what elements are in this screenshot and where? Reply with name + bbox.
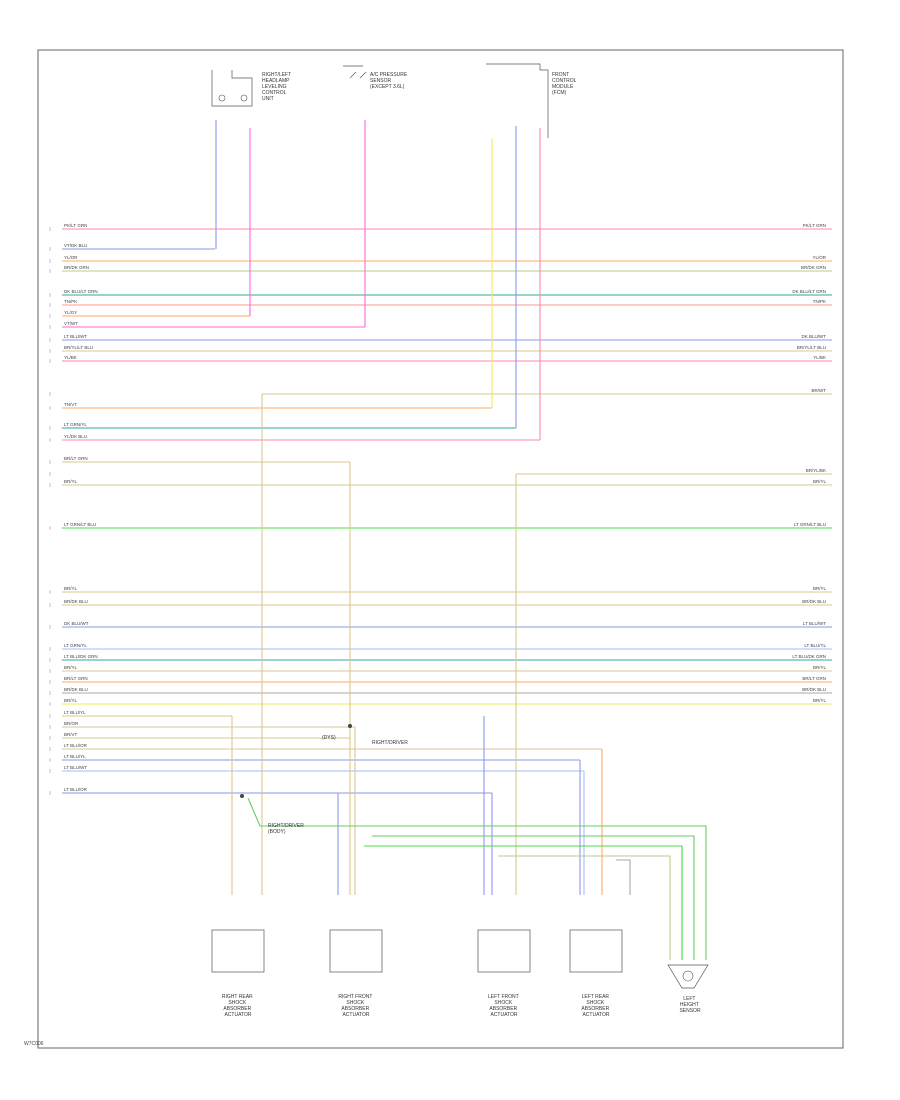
wire-label: BR/YL/LT BLU <box>64 345 93 350</box>
component-label: LEFT HEIGHT SENSOR <box>679 996 701 1014</box>
wire-label: BR/DK GRN <box>801 265 826 270</box>
wire-label: YL/OR <box>64 255 78 260</box>
wire-label: BR/YL <box>64 698 78 703</box>
wire-label: YL/OR <box>812 255 826 260</box>
wire <box>498 855 671 960</box>
wire-label: LT BLU/WT <box>64 765 87 770</box>
bottom-component-right-rear-shock: RIGHT REAR SHOCK ABSORBER ACTUATOR <box>211 929 265 1018</box>
wire-label: BR/OR <box>64 721 79 726</box>
splice-dot <box>240 794 244 798</box>
component-label: RIGHT/LEFT HEADLAMP LEVELING CONTROL UNI… <box>262 72 292 102</box>
component-label: FRONT CONTROL MODULE (FCM) <box>552 72 578 96</box>
wire-label: YL/DK BLU <box>64 434 87 439</box>
wire-label: VT/DK BLU <box>64 243 87 248</box>
wire-label: TN/VT <box>64 402 77 407</box>
top-component-headlamp-leveling: RIGHT/LEFT HEADLAMP LEVELING CONTROL UNI… <box>211 70 292 107</box>
wire-label: LT BLU/WT <box>64 334 87 339</box>
wire-group <box>49 120 832 960</box>
bottom-component-left-front-shock: LEFT FRONT SHOCK ABSORBER ACTUATOR <box>477 929 531 1018</box>
wire-label: LT BLU/OR <box>64 787 88 792</box>
wire-label: BR/YL <box>64 586 78 591</box>
component-label: LEFT FRONT SHOCK ABSORBER ACTUATOR <box>488 994 520 1018</box>
wire-label: YL/BK <box>64 355 77 360</box>
wire-label: LT BLU/OR <box>64 743 88 748</box>
component-label: RIGHT REAR SHOCK ABSORBER ACTUATOR <box>222 994 254 1018</box>
component-label: LEFT REAR SHOCK ABSORBER ACTUATOR <box>581 994 610 1018</box>
wire-label: BR/WT <box>812 388 827 393</box>
wire-label: LT GRN/YL <box>64 643 87 648</box>
wire-label: TN/PK <box>64 299 77 304</box>
wire-label: BR/DK BLU <box>64 599 88 604</box>
top-component-ac-pressure-sensor: A/C PRESSURE SENSOR (EXCEPT 3.6L) <box>343 65 409 90</box>
wire-label: DK BLU/LT GRN <box>792 289 826 294</box>
wire-label: BR/YL <box>64 665 78 670</box>
top-component-fcm: FRONT CONTROL MODULE (FCM) <box>486 63 578 138</box>
wire-label: LT BLU/YL <box>64 754 86 759</box>
wire-label: BR/DK GRN <box>64 265 89 270</box>
wire-label: BR/YL <box>813 665 827 670</box>
wire-label: DK BLU/WT <box>64 621 89 626</box>
wire-label: BR/LT GRN <box>64 676 88 681</box>
wire-label: LT BLU/DK GRN <box>64 654 98 659</box>
wire-label: BR/LT GRN <box>802 676 826 681</box>
splice-label: (DYS) <box>322 735 336 741</box>
wire-label: BR/YL/BK <box>806 468 826 473</box>
wire-label: LT BLU/WT <box>803 621 826 626</box>
wire-label: BR/YL/LT BLU <box>797 345 826 350</box>
wire-label: BR/LT GRN <box>64 456 88 461</box>
wire-label: PK/LT GRN <box>803 223 826 228</box>
wire-label: LT GRN/LT BLU <box>64 522 96 527</box>
wire-label: BR/VT <box>64 732 78 737</box>
splice-label: RIGHT/DRIVER <box>372 740 408 746</box>
splice-label: (BODY) <box>268 829 286 835</box>
wire-label: YL/GY <box>64 310 77 315</box>
wire-label: BR/YL <box>813 698 827 703</box>
splice-annotations: (DYS) RIGHT/DRIVER RIGHT/DRIVER (BODY) <box>240 724 408 835</box>
wire-label: BR/DK BLU <box>64 687 88 692</box>
wire <box>364 845 683 960</box>
right-wire-labels: PK/LT GRN YL/OR BR/DK GRN DK BLU/LT GRN TN/P… <box>792 223 826 703</box>
wire-label: LT GRN/LT BLU <box>794 522 826 527</box>
wire-label: BR/YL <box>813 479 827 484</box>
left-wire-labels: PK/LT GRN VT/DK BLU YL/OR BR/DK GRN DK BLU/L… <box>64 223 98 792</box>
wire-label: VT/WT <box>64 321 78 326</box>
wire-label: TN/PK <box>813 299 826 304</box>
bottom-component-left-rear-shock: LEFT REAR SHOCK ABSORBER ACTUATOR <box>569 929 623 1018</box>
splice-dot <box>348 724 352 728</box>
wire <box>372 835 695 960</box>
wire <box>616 859 631 895</box>
wire-label: LT BLU/YL <box>804 643 826 648</box>
wire <box>247 797 707 960</box>
bottom-component-right-front-shock: RIGHT FRONT SHOCK ABSORBER ACTUATOR <box>329 929 383 1018</box>
wire-label: YL/BK <box>813 355 826 360</box>
wire-label: BR/YL <box>813 586 827 591</box>
splice-label: RIGHT/DRIVER <box>268 823 304 829</box>
diagram-frame <box>37 49 844 1049</box>
wire-label: LT GRN/YL <box>64 422 87 427</box>
wire-label: PK/LT GRN <box>64 223 87 228</box>
wire-label: LT BLU/YL <box>64 710 86 715</box>
wire-label: BR/DK BLU <box>802 687 826 692</box>
wire-label: DK BLU/WT <box>801 334 826 339</box>
wire-label: LT BLU/DK GRN <box>792 654 826 659</box>
wire-label: DK BLU/LT GRN <box>64 289 98 294</box>
bottom-component-left-height-sensor: LEFT HEIGHT SENSOR <box>667 964 709 1014</box>
component-label: RIGHT FRONT SHOCK ABSORBER ACTUATOR <box>338 994 373 1018</box>
component-label: A/C PRESSURE SENSOR (EXCEPT 3.6L) <box>370 72 409 90</box>
wire-label: BR/YL <box>64 479 78 484</box>
footer-code: W7C006 <box>24 1041 44 1047</box>
wire-label: BR/DK BLU <box>802 599 826 604</box>
